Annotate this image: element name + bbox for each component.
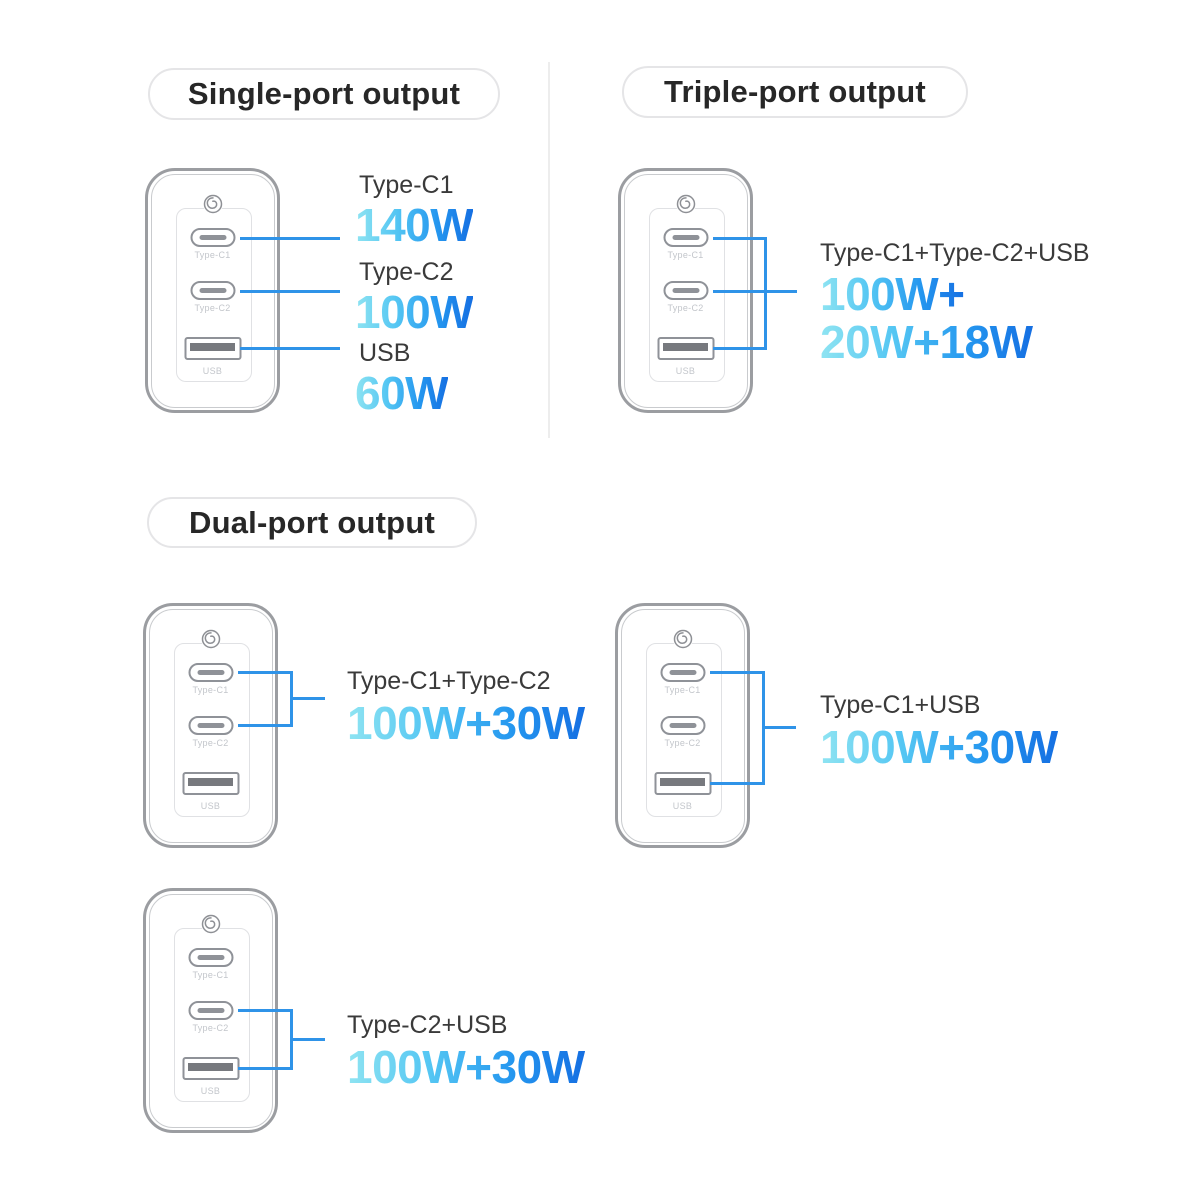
callout-line-mid xyxy=(762,726,796,729)
callout-line-c1 xyxy=(238,671,293,674)
charger-inner-outline xyxy=(620,608,745,843)
callout-line-usb xyxy=(240,347,340,350)
callout-line-usb xyxy=(238,1067,293,1070)
usb-c-pin xyxy=(197,723,224,728)
usb-a-pin xyxy=(190,343,235,351)
port-label-type-c1: Type-C1 xyxy=(664,685,701,695)
usb-a-port xyxy=(184,337,241,360)
usb-c-port-1 xyxy=(660,663,705,682)
port-label-type-c2: Type-C2 xyxy=(667,303,704,313)
watts-value: 140W xyxy=(355,199,474,251)
annotation-dual-c1usb: Type-C1+USB 100W+30W xyxy=(820,690,1058,772)
port-combo-label: Type-C2+USB xyxy=(347,1011,508,1039)
callout-line-mid xyxy=(290,697,325,700)
usb-c-pin xyxy=(199,235,226,240)
watts-value-line2: 20W+18W xyxy=(820,316,1033,368)
annotation-single-usb: USB 60W xyxy=(355,338,449,419)
port-combo-label: USB xyxy=(359,339,411,367)
fast-charge-spiral-icon xyxy=(672,629,693,649)
usb-c-port-1 xyxy=(663,228,708,247)
usb-c-port-2 xyxy=(190,281,235,300)
usb-c-port-2 xyxy=(663,281,708,300)
fast-charge-spiral-icon xyxy=(200,914,221,934)
port-label-type-c1: Type-C1 xyxy=(194,250,231,260)
watts-value: 100W+30W xyxy=(820,721,1058,773)
usb-c-port-2 xyxy=(188,716,233,735)
port-combo-label: Type-C1+USB xyxy=(820,691,981,719)
port-label-type-c2: Type-C2 xyxy=(192,738,229,748)
usb-c-port-2 xyxy=(660,716,705,735)
fast-charge-spiral-icon xyxy=(675,194,696,214)
port-label-type-c2: Type-C2 xyxy=(192,1023,229,1033)
fast-charge-spiral-icon xyxy=(200,629,221,649)
annotation-triple: Type-C1+Type-C2+USB 100W+ 20W+18W xyxy=(820,238,1090,366)
section-title-single-port: Single-port output xyxy=(148,68,500,120)
port-label-type-c2: Type-C2 xyxy=(664,738,701,748)
fast-charge-spiral-icon xyxy=(202,194,223,214)
usb-c-pin xyxy=(669,723,696,728)
port-combo-label: Type-C2 xyxy=(359,258,454,286)
callout-line-usb xyxy=(710,782,765,785)
annotation-single-c2: Type-C2 100W xyxy=(355,257,474,338)
port-label-type-c1: Type-C1 xyxy=(192,970,229,980)
section-title-dual-port: Dual-port output xyxy=(147,497,477,548)
usb-c-port-2 xyxy=(188,1001,233,1020)
usb-a-pin xyxy=(660,778,705,786)
annotation-single-c1: Type-C1 140W xyxy=(355,170,474,251)
port-label-usb: USB xyxy=(202,366,223,376)
port-label-type-c2: Type-C2 xyxy=(194,303,231,313)
watts-value: 100W+30W xyxy=(347,1041,585,1093)
port-label-type-c1: Type-C1 xyxy=(667,250,704,260)
callout-line-c1 xyxy=(713,237,767,240)
annotation-dual-c2usb: Type-C2+USB 100W+30W xyxy=(347,1010,585,1092)
usb-c-pin xyxy=(199,288,226,293)
charger-device: Type-C1 Type-C2 USB xyxy=(615,603,750,848)
callout-line-usb xyxy=(713,347,767,350)
watts-value: 100W+30W xyxy=(347,697,585,749)
usb-c-pin xyxy=(197,955,224,960)
usb-a-port xyxy=(182,772,239,795)
port-combo-label: Type-C1+Type-C2 xyxy=(347,667,551,695)
callout-line-mid xyxy=(290,1038,325,1041)
watts-value: 60W xyxy=(355,367,449,419)
callout-line-c2 xyxy=(238,724,293,727)
usb-c-pin xyxy=(197,670,224,675)
callout-line-c2 xyxy=(713,290,797,293)
port-label-usb: USB xyxy=(672,801,693,811)
usb-c-port-1 xyxy=(188,663,233,682)
charger-dual-c1usb: Type-C1 Type-C2 USB xyxy=(615,603,750,848)
watts-value: 100W xyxy=(355,286,474,338)
usb-c-pin xyxy=(197,1008,224,1013)
usb-a-port xyxy=(657,337,714,360)
usb-a-pin xyxy=(663,343,708,351)
usb-c-port-1 xyxy=(188,948,233,967)
usb-a-pin xyxy=(188,778,233,786)
port-label-usb: USB xyxy=(200,801,221,811)
usb-a-port xyxy=(182,1057,239,1080)
callout-line-c1 xyxy=(710,671,765,674)
port-combo-label: Type-C1 xyxy=(359,171,454,199)
usb-a-port xyxy=(654,772,711,795)
usb-a-pin xyxy=(188,1063,233,1071)
port-label-usb: USB xyxy=(200,1086,221,1096)
watts-value-line1: 100W+ xyxy=(820,268,965,320)
annotation-dual-c1c2: Type-C1+Type-C2 100W+30W xyxy=(347,666,585,748)
usb-c-pin xyxy=(672,235,699,240)
usb-c-pin xyxy=(669,670,696,675)
callout-line-c2 xyxy=(240,290,340,293)
callout-line-c1 xyxy=(240,237,340,240)
usb-c-port-1 xyxy=(190,228,235,247)
section-divider xyxy=(548,62,550,438)
port-label-type-c1: Type-C1 xyxy=(192,685,229,695)
callout-bracket xyxy=(764,237,767,350)
port-combo-label: Type-C1+Type-C2+USB xyxy=(820,239,1090,267)
callout-line-c2 xyxy=(238,1009,293,1012)
port-label-usb: USB xyxy=(675,366,696,376)
section-title-triple-port: Triple-port output xyxy=(622,66,968,118)
usb-c-pin xyxy=(672,288,699,293)
